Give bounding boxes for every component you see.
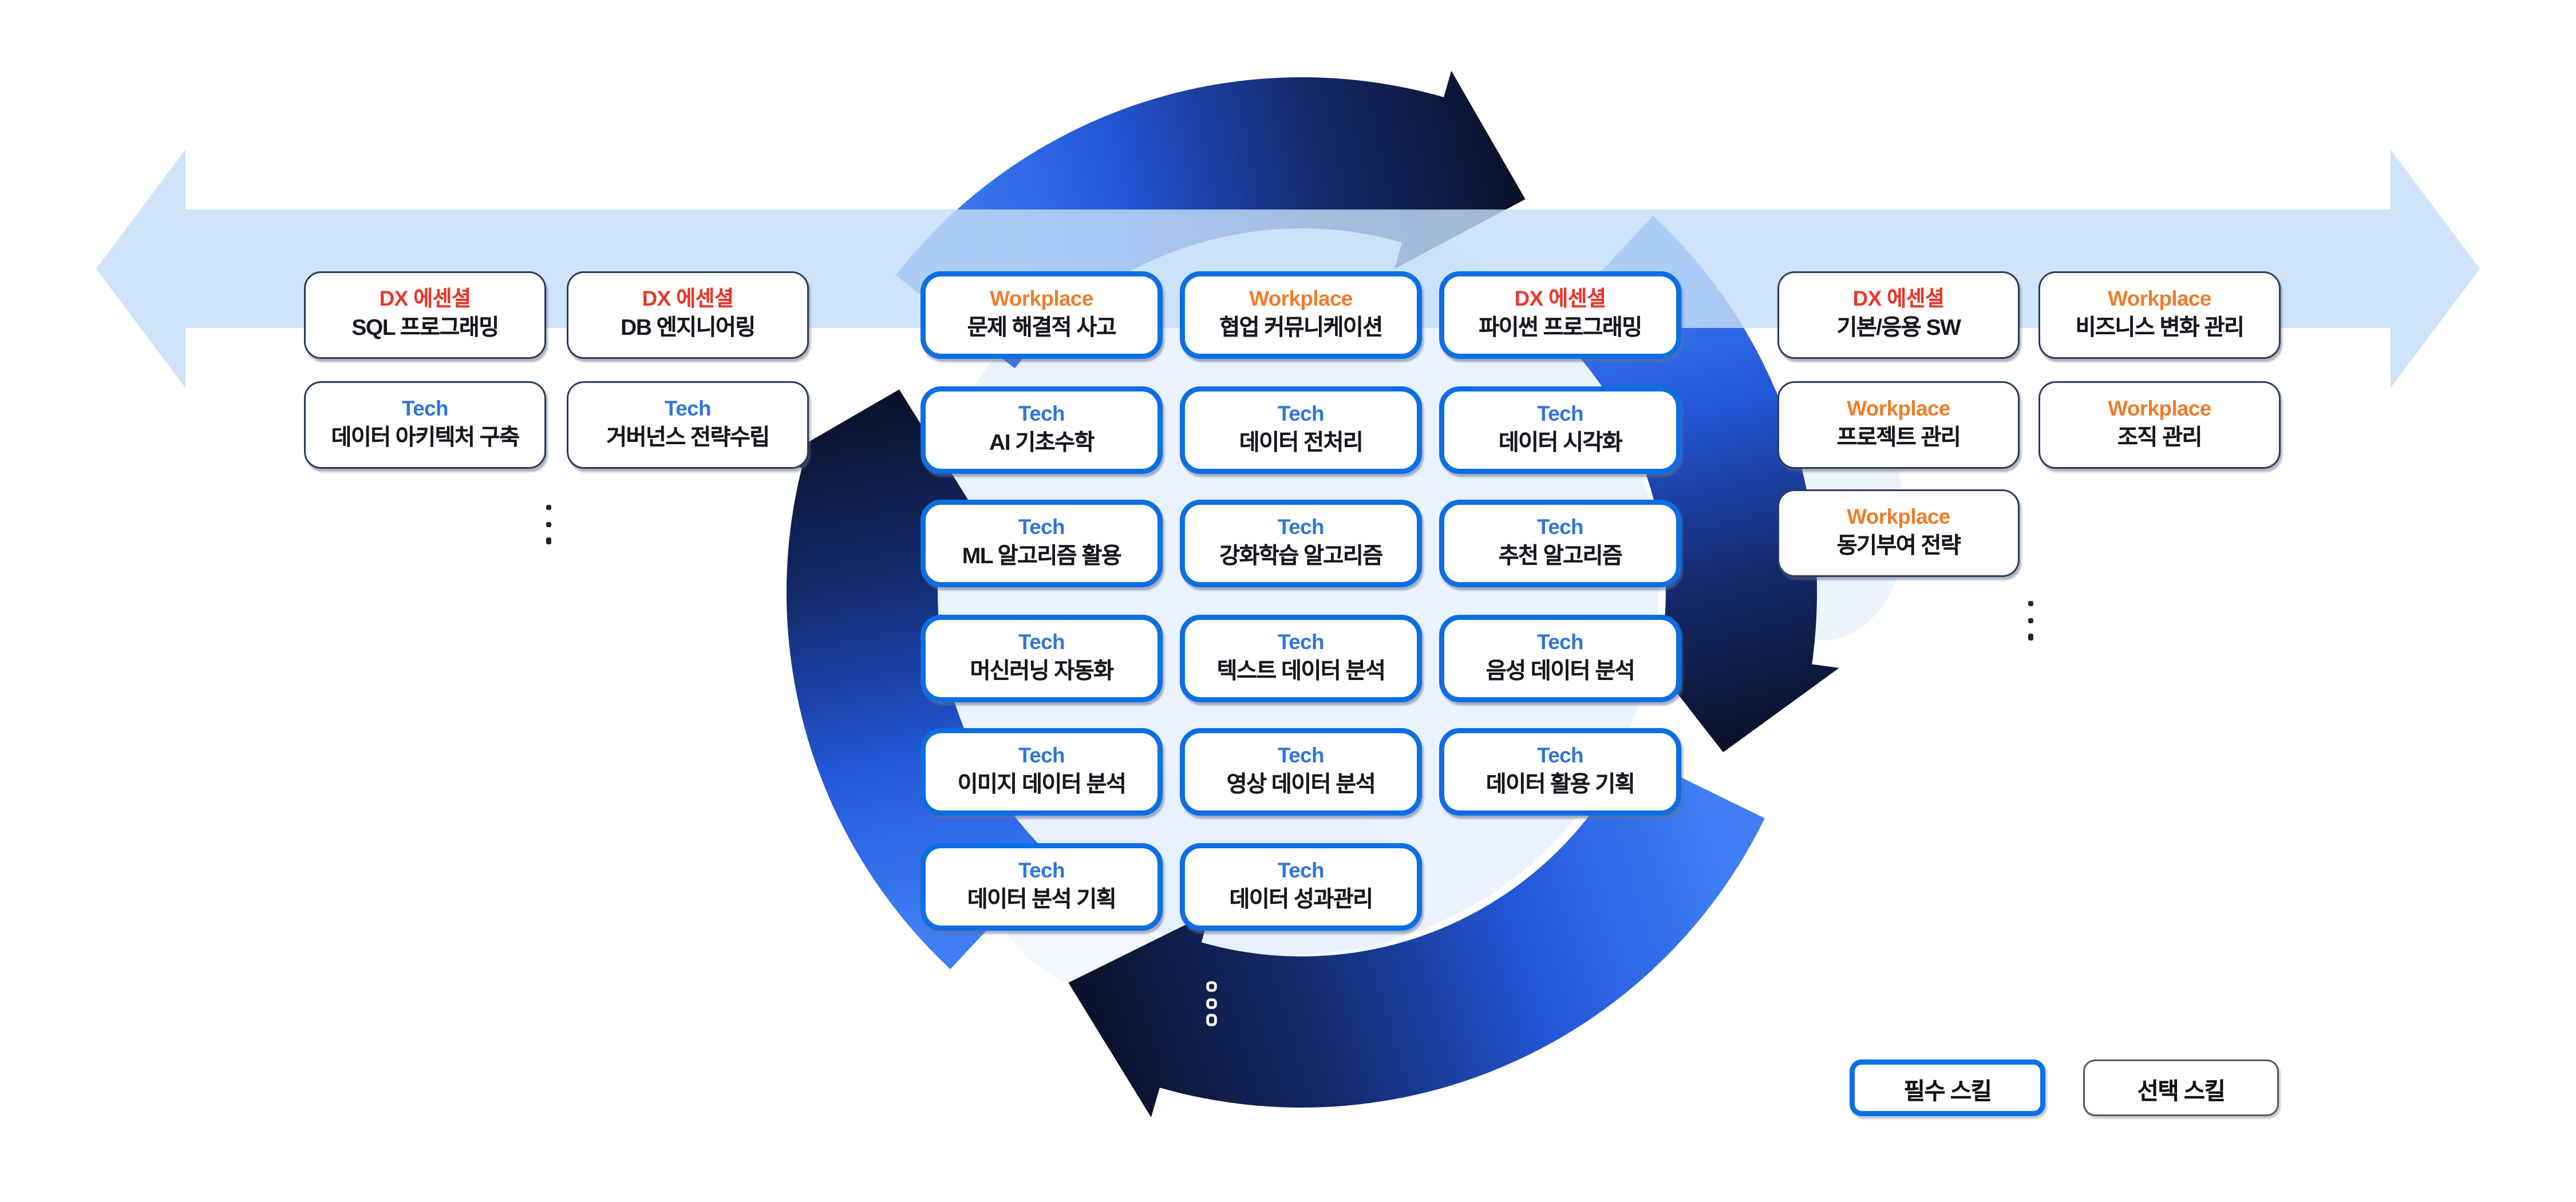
skill-card: DX 에센셜 SQL 프로그래밍	[304, 271, 546, 359]
skill-title: 데이터 전처리	[1239, 428, 1364, 454]
skill-category: Tech	[1018, 744, 1065, 769]
skill-category: Workplace	[1847, 505, 1950, 529]
skill-title: AI 기초수학	[989, 428, 1095, 454]
skill-title: 텍스트 데이터 분석	[1216, 657, 1386, 683]
skill-title: 데이터 분석 기획	[967, 886, 1117, 912]
skill-title: ML 알고리즘 활용	[962, 543, 1122, 569]
skill-category: Tech	[1018, 859, 1065, 883]
skill-category: Tech	[402, 396, 449, 420]
skill-card: Workplace 비즈니스 변화 관리	[2038, 271, 2281, 359]
skill-title: 동기부여 전략	[1836, 532, 1961, 559]
legend-required-label: 필수 스킬	[1903, 1077, 1992, 1104]
skill-category: Tech	[1537, 515, 1584, 540]
skill-card: Workplace 협업 커뮤니케이션	[1180, 271, 1422, 359]
skill-card: DX 에센셜 DB 엔지니어링	[567, 271, 809, 359]
skill-card: Tech 텍스트 데이터 분석	[1180, 614, 1422, 702]
skill-category: DX 에센셜	[1514, 287, 1606, 311]
cycle-arrow-left	[775, 389, 1054, 970]
legend-required-skill: 필수 스킬	[1850, 1059, 2045, 1116]
skill-card: Tech 데이터 아키텍처 구축	[304, 380, 546, 468]
skill-category: Tech	[1278, 630, 1325, 654]
skill-category: Tech	[1537, 401, 1584, 425]
skill-card: Tech 데이터 분석 기획	[920, 843, 1163, 931]
skill-card: Tech 머신러닝 자동화	[920, 614, 1163, 702]
skill-title: 거버넌스 전략수립	[606, 423, 770, 449]
skill-card: Tech 추천 알고리즘	[1439, 500, 1681, 588]
skill-title: 머신러닝 자동화	[970, 657, 1114, 683]
skill-card: Workplace 조직 관리	[2038, 380, 2281, 468]
skill-title: 문제 해결적 사고	[967, 314, 1117, 341]
skill-card: Workplace 문제 해결적 사고	[920, 271, 1163, 359]
cycle-arrow-bottom	[1068, 752, 1765, 1118]
skill-category: Tech	[1278, 401, 1325, 425]
skill-card: Tech 음성 데이터 분석	[1439, 614, 1681, 702]
skill-category: Tech	[1537, 630, 1584, 654]
skill-category: DX 에센셜	[1852, 287, 1945, 311]
skill-title: 데이터 아키텍처 구축	[331, 423, 520, 449]
skill-title: 데이터 활용 기획	[1485, 772, 1635, 798]
skill-category: Tech	[1537, 744, 1584, 769]
skill-category: Tech	[665, 396, 712, 420]
skill-title: 파이썬 프로그래밍	[1479, 314, 1642, 341]
skill-category: Tech	[1018, 630, 1065, 654]
skill-title: 데이터 성과관리	[1229, 886, 1373, 912]
skill-card: Tech AI 기초수학	[920, 385, 1163, 473]
skill-title: 비즈니스 변화 관리	[2075, 314, 2245, 341]
skill-category: DX 에센셜	[642, 287, 734, 311]
skill-card: Tech 데이터 성과관리	[1180, 843, 1422, 931]
skill-category: Workplace	[1249, 287, 1353, 311]
legend-optional-label: 선택 스킬	[2137, 1077, 2226, 1104]
skill-title: 음성 데이터 분석	[1485, 657, 1635, 683]
skill-title: 영상 데이터 분석	[1226, 772, 1376, 798]
skill-card: Tech 데이터 전처리	[1180, 385, 1422, 473]
skill-card: Tech 이미지 데이터 분석	[920, 729, 1163, 817]
skill-category: DX 에센셜	[379, 287, 471, 311]
skill-category: Tech	[1278, 859, 1325, 883]
skill-card: Tech 데이터 시각화	[1439, 385, 1681, 473]
skill-category: Workplace	[1847, 396, 1950, 420]
skill-title: 조직 관리	[2117, 423, 2202, 449]
skill-category: Tech	[1278, 744, 1325, 769]
skill-card: Tech 영상 데이터 분석	[1180, 729, 1422, 817]
legend-optional-skill: 선택 스킬	[2083, 1059, 2279, 1116]
skill-title: 기본/응용 SW	[1836, 314, 1961, 341]
skill-category: Tech	[1278, 515, 1325, 540]
skill-category: Tech	[1018, 401, 1065, 425]
skill-card: Tech 강화학습 알고리즘	[1180, 500, 1422, 588]
skill-title: DB 엔지니어링	[621, 314, 756, 341]
skill-card: Workplace 프로젝트 관리	[1777, 380, 2020, 468]
skill-card: Tech 데이터 활용 기획	[1439, 729, 1681, 817]
skill-card: Tech 거버넌스 전략수립	[567, 380, 809, 468]
ellipsis-left-group	[546, 505, 552, 544]
horizontal-flow-arrow	[96, 149, 2480, 388]
skill-card: Workplace 동기부여 전략	[1777, 489, 2020, 577]
ellipsis-right-group	[2028, 601, 2034, 640]
ellipsis-center-group	[1209, 984, 1215, 1023]
skill-title: 이미지 데이터 분석	[957, 772, 1127, 798]
skill-title: SQL 프로그래밍	[351, 314, 499, 341]
skill-category: Workplace	[2108, 396, 2211, 420]
skill-category: Tech	[1018, 515, 1065, 540]
skill-category: Workplace	[990, 287, 1093, 311]
skill-title: 강화학습 알고리즘	[1219, 543, 1383, 569]
skill-card: Tech ML 알고리즘 활용	[920, 500, 1163, 588]
skill-category: Workplace	[2108, 287, 2211, 311]
skill-title: 협업 커뮤니케이션	[1219, 314, 1383, 341]
skill-title: 프로젝트 관리	[1836, 423, 1961, 449]
skill-title: 추천 알고리즘	[1498, 543, 1623, 569]
skill-title: 데이터 시각화	[1498, 428, 1623, 454]
